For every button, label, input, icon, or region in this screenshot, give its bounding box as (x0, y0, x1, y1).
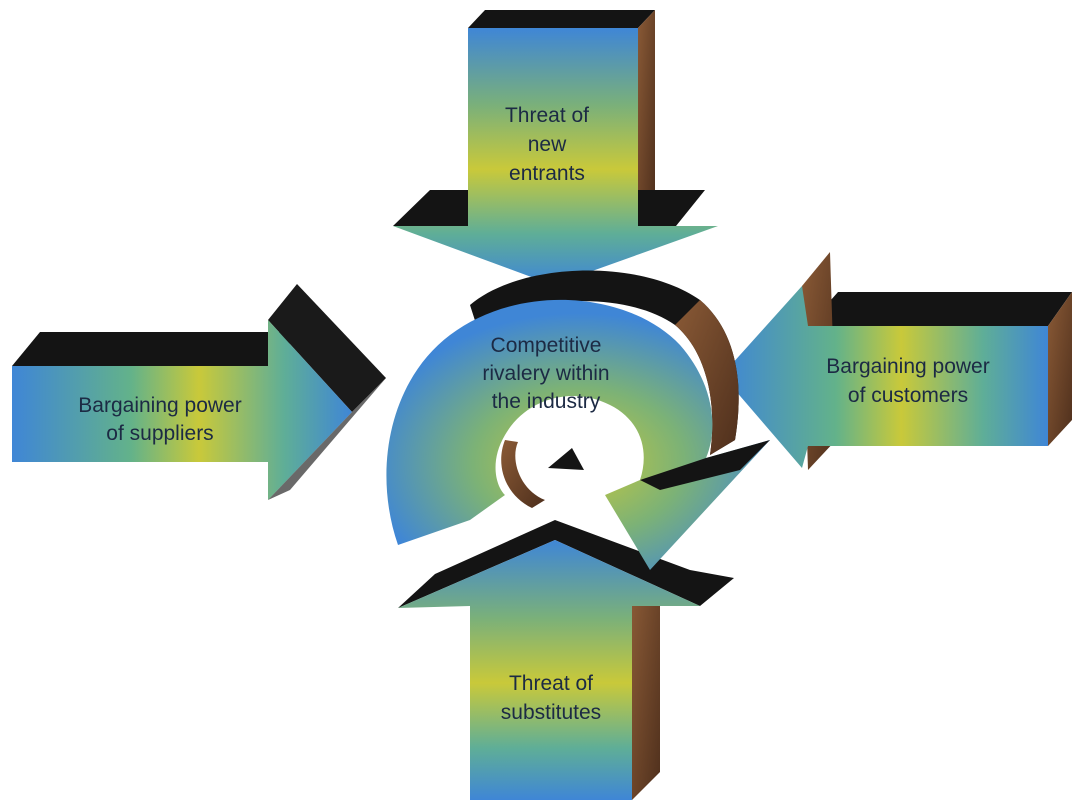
bottom-arrow (398, 520, 734, 800)
right-label-line-2: of customers (848, 384, 968, 407)
center-label-line-3: the industry (492, 390, 601, 413)
center-label-line-2: rivalery within (482, 362, 609, 385)
top-label-line-1: Threat of (505, 104, 589, 127)
top-label-line-3: entrants (509, 162, 585, 185)
label-center: Competitive rivalery within the industry (482, 334, 609, 413)
center-label-line-1: Competitive (491, 334, 602, 357)
bottom-label-line-2: substitutes (501, 701, 601, 724)
left-arrow (12, 284, 386, 500)
bottom-label-line-1: Threat of (509, 672, 593, 695)
center-circular-arrow (386, 271, 770, 570)
top-label-line-2: new (528, 133, 567, 156)
right-label-line-1: Bargaining power (826, 355, 989, 378)
left-label-line-1: Bargaining power (78, 394, 241, 417)
left-label-line-2: of suppliers (106, 422, 213, 445)
